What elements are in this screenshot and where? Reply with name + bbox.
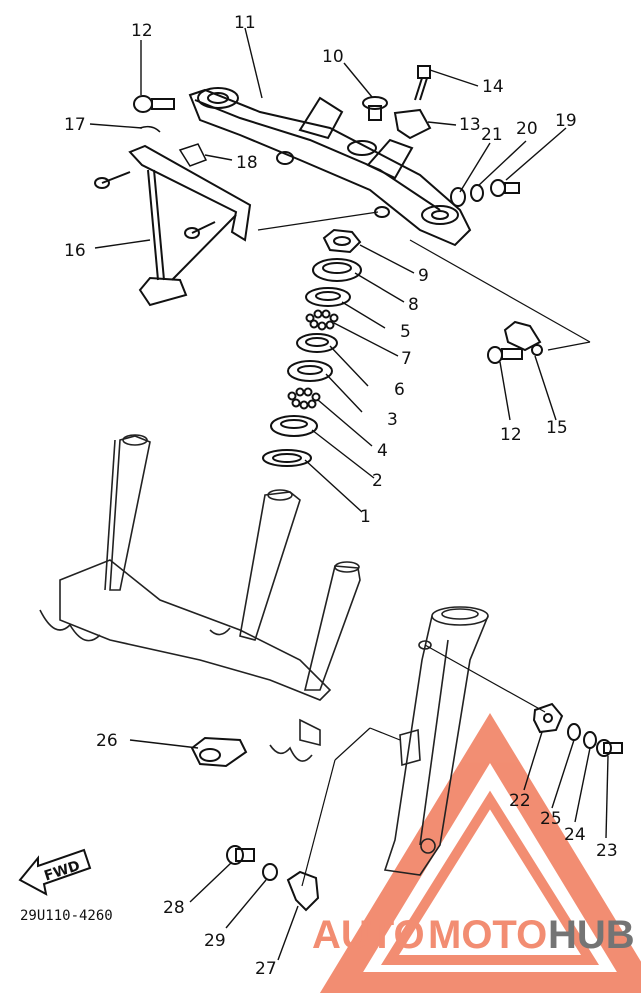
- washer-24: [583, 731, 597, 749]
- callout-27: 27: [255, 959, 277, 979]
- callout-5: 5: [400, 322, 411, 342]
- callout-12-right: 12: [500, 425, 522, 445]
- wire-17: [139, 125, 161, 133]
- assembly-lines: [257, 211, 591, 887]
- bolt-23: [596, 739, 623, 757]
- bolt-12-top: [133, 95, 175, 113]
- leader-lines: [89, 27, 609, 961]
- callout-labels: 12 11 10 14 13 21 20 19 17 18 16 9 8 5 7…: [64, 13, 618, 979]
- bolt-12-right: [487, 346, 523, 364]
- callout-19: 19: [555, 111, 577, 131]
- callout-16: 16: [64, 241, 86, 261]
- callout-29: 29: [204, 931, 226, 951]
- callout-8: 8: [408, 295, 419, 315]
- callout-2: 2: [372, 471, 383, 491]
- callout-17: 17: [64, 115, 86, 135]
- bolt-10: [362, 96, 388, 121]
- forward-direction-arrow: FWD: [18, 848, 92, 896]
- callout-15: 15: [546, 418, 568, 438]
- callout-18: 18: [236, 153, 258, 173]
- callout-6: 6: [394, 380, 405, 400]
- washer-21: [450, 187, 466, 207]
- callout-25: 25: [540, 809, 562, 829]
- callout-20: 20: [516, 119, 538, 139]
- callout-14: 14: [482, 77, 504, 97]
- bracket-27: [286, 870, 320, 912]
- washer-29: [262, 863, 278, 881]
- steering-bearing-stack: [262, 228, 362, 467]
- washer-25: [567, 723, 581, 741]
- bolt-14: [414, 65, 431, 101]
- callout-22: 22: [509, 791, 531, 811]
- clamp-22: [532, 702, 564, 734]
- watermark-text-auto: AUTO: [312, 913, 425, 957]
- callout-26: 26: [96, 731, 118, 751]
- callout-24: 24: [564, 825, 586, 845]
- callout-10: 10: [322, 47, 344, 67]
- callout-1: 1: [360, 507, 371, 527]
- callout-21: 21: [481, 125, 503, 145]
- front-fork-leg: [383, 606, 489, 876]
- callout-4: 4: [377, 441, 388, 461]
- bolt-28: [226, 845, 255, 865]
- callout-28: 28: [163, 898, 185, 918]
- washer-20: [470, 184, 484, 202]
- callout-3: 3: [387, 410, 398, 430]
- callout-23: 23: [596, 841, 618, 861]
- ball-bearings-7: [305, 309, 339, 331]
- watermark-text-hub: HUB: [548, 913, 635, 957]
- bolt-19: [490, 179, 520, 197]
- bracket-26: [190, 736, 248, 768]
- frame-outline: [39, 434, 361, 762]
- clamp-13: [393, 108, 432, 140]
- plate-18: [178, 143, 208, 167]
- headlight-stay-16: [94, 144, 252, 307]
- upper-bracket-part-11: [188, 87, 472, 247]
- callout-11: 11: [234, 13, 256, 33]
- callout-12-top: 12: [131, 21, 153, 41]
- callout-7: 7: [401, 349, 412, 369]
- bracket-15: [503, 320, 543, 356]
- diagram-code: 29U110-4260: [20, 908, 113, 924]
- callout-13: 13: [459, 115, 481, 135]
- ball-bearings-4: [287, 387, 321, 410]
- watermark-logo: AUTO MOTO HUB: [312, 712, 641, 993]
- watermark-text-moto: MOTO: [428, 913, 547, 957]
- callout-9: 9: [418, 266, 429, 286]
